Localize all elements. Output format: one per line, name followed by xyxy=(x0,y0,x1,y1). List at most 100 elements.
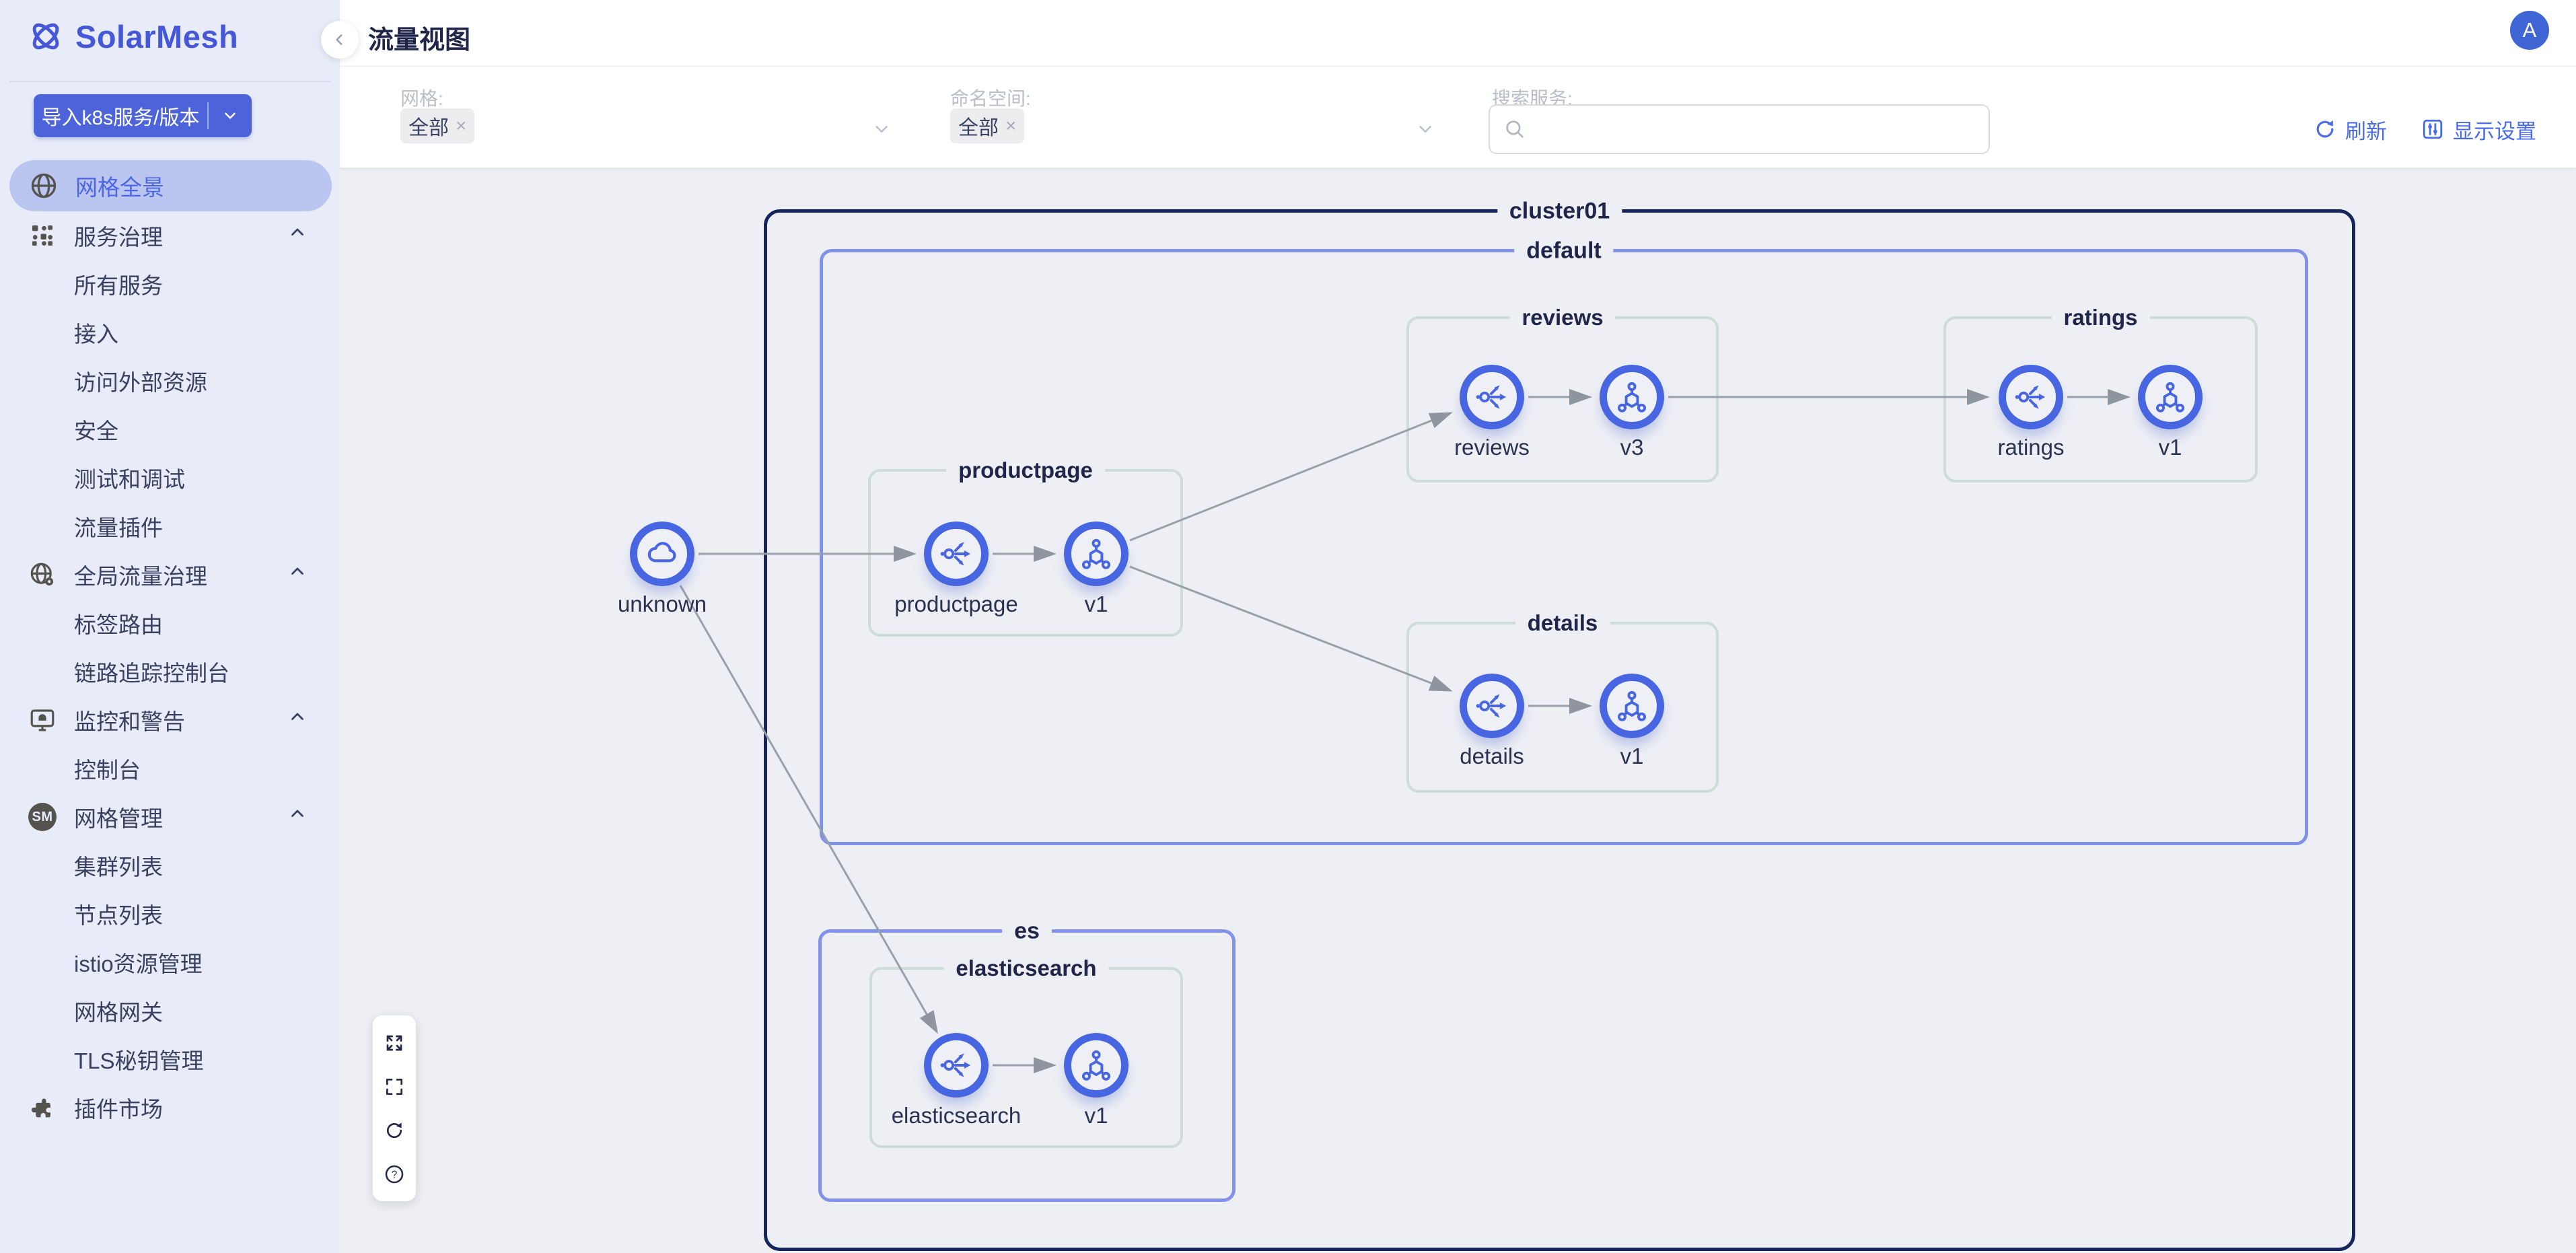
service-governance-icon xyxy=(27,220,58,251)
globe-icon xyxy=(28,170,59,201)
sidebar-item-test-debug[interactable]: 测试和调试 xyxy=(74,467,185,492)
monitor-alert-icon xyxy=(27,705,58,736)
chevron-down-icon xyxy=(1419,126,1431,133)
node-circle[interactable] xyxy=(924,1033,989,1098)
namespace-filter-chip[interactable]: 全部 × xyxy=(950,108,1025,143)
sidebar-item-console[interactable]: 控制台 xyxy=(74,758,141,783)
mesh-filter-select[interactable] xyxy=(871,119,892,143)
node-label: v1 xyxy=(1620,744,1644,768)
topology-canvas[interactable]: cluster01 default es productpage reviews… xyxy=(340,168,2576,1253)
clear-icon[interactable]: × xyxy=(1005,115,1017,136)
node-circle[interactable] xyxy=(1600,365,1664,429)
service-icon xyxy=(2013,380,2048,415)
search-icon xyxy=(1506,120,1524,138)
page-title: 流量视图 xyxy=(368,26,471,55)
topology-node-ratings-v1: v1 xyxy=(2138,365,2203,460)
chevron-up-icon[interactable] xyxy=(287,223,308,248)
group-label[interactable]: productpage xyxy=(946,458,1105,484)
chevron-up-icon[interactable] xyxy=(287,562,308,587)
group-label[interactable]: elasticsearch xyxy=(943,956,1109,982)
sidebar-item-all-services[interactable]: 所有服务 xyxy=(74,273,163,298)
node-circle[interactable] xyxy=(1064,1033,1129,1098)
filter-bar: 网格: 全部 × 命名空间: 全部 × 搜索服务: 刷新 xyxy=(340,67,2576,168)
clear-icon[interactable]: × xyxy=(456,115,467,136)
global-traffic-icon xyxy=(27,559,58,590)
sidebar-item-node-list[interactable]: 节点列表 xyxy=(74,903,163,928)
group-label[interactable]: ratings xyxy=(2051,305,2150,331)
help-button[interactable]: ? xyxy=(373,1152,416,1196)
node-circle[interactable] xyxy=(630,522,694,586)
import-k8s-button-label[interactable]: 导入k8s服务/版本 xyxy=(41,107,200,129)
sidebar-item-monitor-alert[interactable]: 监控和警告 xyxy=(0,696,340,744)
topology-node-details: details xyxy=(1460,674,1524,768)
node-label: details xyxy=(1460,744,1524,768)
app-name: SolarMesh xyxy=(75,18,239,55)
node-label: v1 xyxy=(2158,435,2182,460)
chevron-up-icon[interactable] xyxy=(287,707,308,733)
sidebar-item-mesh-management[interactable]: SM 网格管理 xyxy=(0,793,340,841)
search-service-input[interactable] xyxy=(1536,118,1975,141)
chevron-up-icon[interactable] xyxy=(287,804,308,830)
node-circle[interactable] xyxy=(2138,365,2203,429)
sidebar-item-mesh-gateway[interactable]: 网格网关 xyxy=(74,1000,163,1025)
app-logo: SolarMesh xyxy=(27,17,238,55)
topology-node-elasticsearch-v1: v1 xyxy=(1064,1033,1129,1128)
import-k8s-button[interactable]: 导入k8s服务/版本 xyxy=(34,94,252,137)
node-circle[interactable] xyxy=(1600,674,1664,738)
graph-toolbar: ? xyxy=(373,1015,416,1201)
fit-view-button[interactable] xyxy=(373,1021,416,1065)
reload-button[interactable] xyxy=(373,1108,416,1152)
sidebar-item-global-traffic[interactable]: 全局流量治理 xyxy=(0,550,340,599)
namespace-label[interactable]: default xyxy=(1514,238,1614,264)
sidebar-item-label: 服务治理 xyxy=(74,225,163,250)
sidebar-item-label-routing[interactable]: 标签路由 xyxy=(74,612,163,637)
workload-icon xyxy=(1614,380,1649,415)
namespace-label[interactable]: es xyxy=(1002,918,1052,945)
node-circle[interactable] xyxy=(924,522,989,586)
fullscreen-button[interactable] xyxy=(373,1065,416,1108)
mesh-filter-chip[interactable]: 全部 × xyxy=(400,108,475,143)
sidebar-item-istio-resources[interactable]: istio资源管理 xyxy=(74,952,203,976)
sidebar-item-cluster-list[interactable]: 集群列表 xyxy=(74,855,163,880)
node-label: elasticsearch xyxy=(891,1103,1022,1128)
topology-node-reviews: reviews xyxy=(1454,365,1530,460)
node-circle[interactable] xyxy=(1460,674,1524,738)
import-dropdown-button[interactable] xyxy=(209,107,252,124)
workload-icon xyxy=(1079,1048,1114,1083)
sidebar-item-traffic-plugin[interactable]: 流量插件 xyxy=(74,515,163,540)
sidebar-item-tracing-console[interactable]: 链路追踪控制台 xyxy=(74,661,229,686)
service-icon xyxy=(939,1048,974,1083)
sidebar-item-tls-keys[interactable]: TLS秘钥管理 xyxy=(74,1048,204,1073)
plugin-market-icon xyxy=(27,1092,58,1123)
group-label[interactable]: details xyxy=(1515,610,1610,637)
sidebar-item-mesh-overview[interactable]: 网格全景 xyxy=(9,160,332,211)
cluster-label[interactable]: cluster01 xyxy=(1497,198,1622,225)
sidebar-item-label: 网格管理 xyxy=(74,806,163,831)
sidebar-item-service-governance[interactable]: 服务治理 xyxy=(0,211,340,260)
sidebar-item-plugin-market[interactable]: 插件市场 xyxy=(0,1083,340,1132)
service-group-ratings: ratings xyxy=(1943,305,2258,482)
sidebar-item-access[interactable]: 接入 xyxy=(74,322,118,347)
display-settings-button[interactable]: 显示设置 xyxy=(2421,106,2536,153)
node-label: unknown xyxy=(617,592,707,616)
fullscreen-icon xyxy=(386,1078,402,1095)
namespace-filter-select[interactable] xyxy=(1415,119,1435,143)
help-icon: ? xyxy=(385,1165,404,1183)
search-box[interactable] xyxy=(1489,104,1990,154)
sidebar-item-external-resources[interactable]: 访问外部资源 xyxy=(74,370,207,395)
sidebar-item-security[interactable]: 安全 xyxy=(74,419,118,443)
node-circle[interactable] xyxy=(1999,365,2063,429)
topology-node-productpage-v1: v1 xyxy=(1064,522,1129,616)
sidebar-collapse-button[interactable] xyxy=(321,21,359,59)
topology-node-ratings: ratings xyxy=(1997,365,2065,460)
node-circle[interactable] xyxy=(1064,522,1129,586)
sm-badge-icon: SM xyxy=(27,801,58,832)
group-label[interactable]: reviews xyxy=(1509,305,1616,331)
node-label: v3 xyxy=(1620,435,1644,460)
refresh-icon xyxy=(2316,120,2334,138)
node-circle[interactable] xyxy=(1460,365,1524,429)
fit-view-icon xyxy=(386,1035,402,1050)
avatar[interactable]: A xyxy=(2510,11,2549,50)
refresh-button[interactable]: 刷新 xyxy=(2313,106,2387,153)
node-label: v1 xyxy=(1084,1103,1108,1128)
